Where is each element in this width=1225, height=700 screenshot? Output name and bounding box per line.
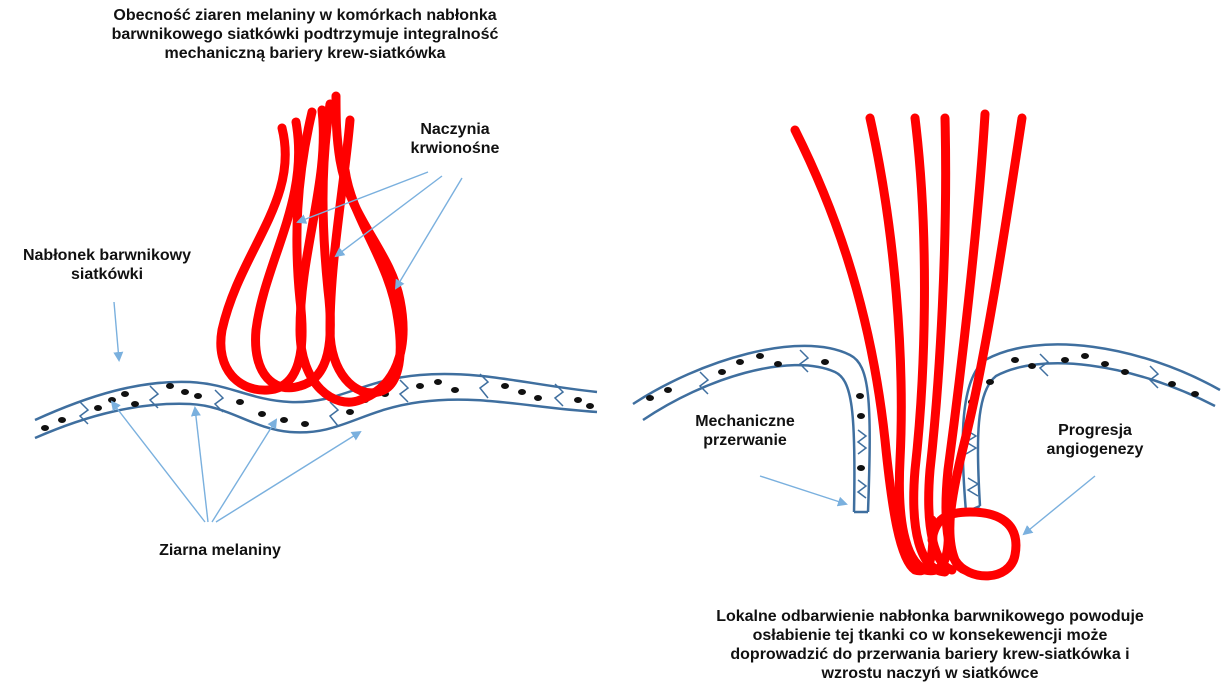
arrow xyxy=(114,302,119,360)
melanin-granule xyxy=(774,361,782,367)
melanin-granule xyxy=(1081,353,1089,359)
arrow xyxy=(1024,476,1095,534)
melanin-granule xyxy=(41,425,49,431)
melanin-granule xyxy=(58,417,66,423)
melanin-granule xyxy=(131,401,139,407)
right-rpe-cell-border xyxy=(1040,354,1048,376)
melanin-granule xyxy=(821,359,829,365)
melanin-granule xyxy=(1101,361,1109,367)
right-rpe-cell-border xyxy=(1150,366,1158,388)
melanin-granule xyxy=(434,379,442,385)
melanin-granule xyxy=(1011,357,1019,363)
melanin-granule xyxy=(646,395,654,401)
arrow xyxy=(216,432,360,522)
left-rpe-cell-border xyxy=(330,402,338,426)
melanin-granule xyxy=(501,383,509,389)
right-panel-caption: Lokalne odbarwienie nabłonka barwnikoweg… xyxy=(640,607,1220,683)
melanin-granule xyxy=(664,387,672,393)
melanin-granule xyxy=(194,393,202,399)
melanin-granule xyxy=(1191,391,1199,397)
left-panel-title: Obecność ziaren melaniny w komórkach nab… xyxy=(40,6,570,63)
right-rpe-cell-border xyxy=(700,372,708,394)
melanin-granule xyxy=(181,389,189,395)
melanin-granule xyxy=(986,379,994,385)
melanin-granule xyxy=(586,403,594,409)
arrow xyxy=(760,476,846,504)
melanin-granule xyxy=(301,421,309,427)
right-blood-vessels xyxy=(795,114,1022,576)
melanin-granule xyxy=(1028,363,1036,369)
melanin-granule xyxy=(258,411,266,417)
rpe-label: Nabłonek barwnikowy siatkówki xyxy=(2,246,212,284)
left-blood-vessels xyxy=(221,96,403,402)
melanin-granule xyxy=(574,397,582,403)
melanin-granule xyxy=(1061,357,1069,363)
melanin-granule xyxy=(280,417,288,423)
right-rpe-cell-border xyxy=(858,480,866,498)
arrow xyxy=(195,408,208,522)
left-rpe-bottom-edge xyxy=(35,400,597,438)
melanin-granules-label: Ziarna melaniny xyxy=(120,541,320,560)
right-rpe-cell-border xyxy=(800,350,808,372)
melanin-granule xyxy=(736,359,744,365)
melanin-granule xyxy=(856,393,864,399)
melanin-granule xyxy=(94,405,102,411)
angiogenesis-progression-label: Progresja angiogenezy xyxy=(1030,421,1160,459)
left-rpe-cell-border xyxy=(400,380,408,402)
melanin-granule xyxy=(451,387,459,393)
mechanical-disruption-label: Mechaniczne przerwanie xyxy=(680,412,810,450)
right-rpe-cell-border xyxy=(968,478,978,496)
blood-vessels-label: Naczynia krwionośne xyxy=(385,120,525,158)
arrow xyxy=(112,402,205,522)
melanin-granule xyxy=(857,413,865,419)
melanin-granule xyxy=(121,391,129,397)
melanin-granule xyxy=(718,369,726,375)
melanin-granule xyxy=(1168,381,1176,387)
melanin-granule xyxy=(534,395,542,401)
melanin-granule xyxy=(756,353,764,359)
melanin-granule xyxy=(166,383,174,389)
melanin-granule xyxy=(416,383,424,389)
arrow xyxy=(396,178,462,288)
melanin-granule xyxy=(518,389,526,395)
melanin-granule xyxy=(236,399,244,405)
melanin-granule xyxy=(1121,369,1129,375)
melanin-granule xyxy=(857,465,865,471)
arrow xyxy=(212,420,276,522)
melanin-granule xyxy=(346,409,354,415)
right-rpe-cell-border xyxy=(858,430,866,454)
